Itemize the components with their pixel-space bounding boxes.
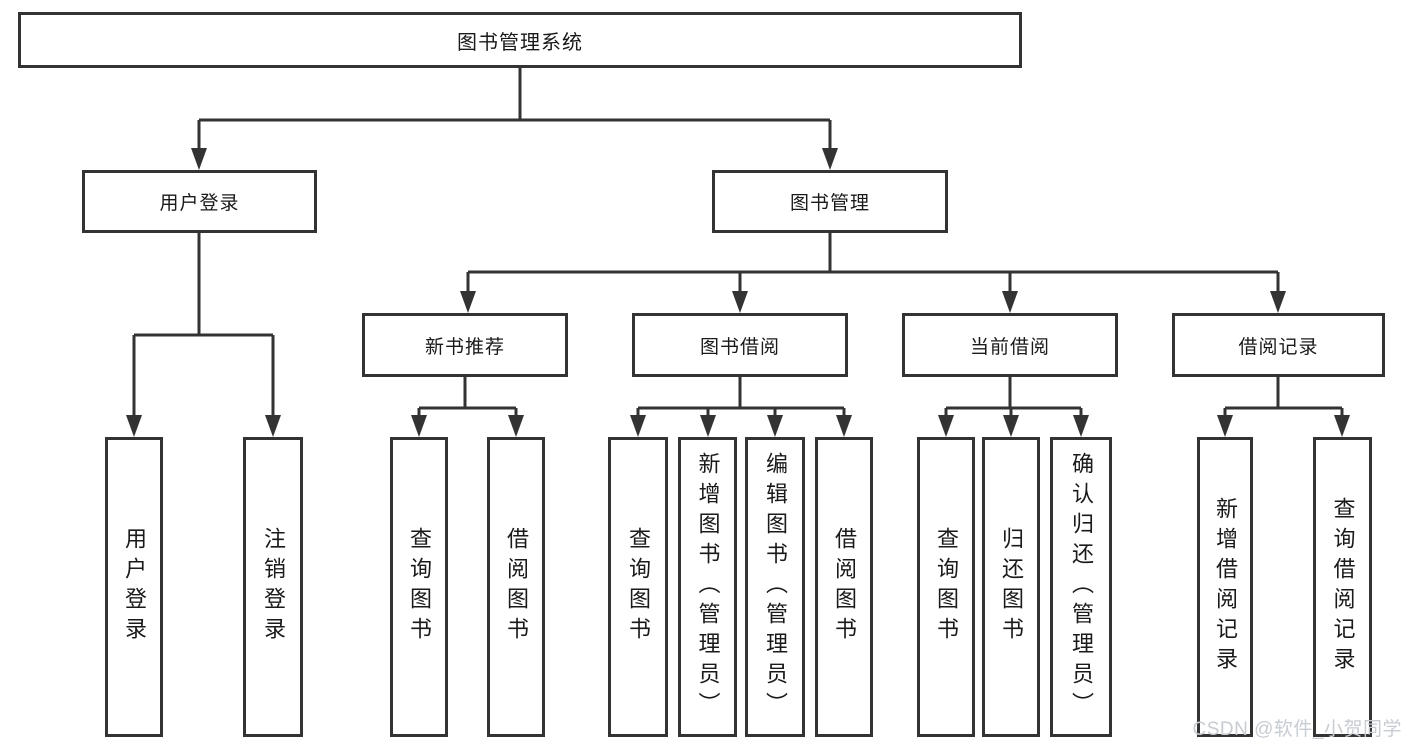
- leaf-borrow-books: 借阅图书: [815, 437, 873, 737]
- arrowheads: [126, 148, 1350, 437]
- leaf-user-login: 用户登录: [105, 437, 163, 737]
- leaf-query-books-recommend: 查询图书: [390, 437, 448, 737]
- leaf-add-books-admin: 新增图书（管理员）: [678, 437, 737, 737]
- node-book-management-label: 图书管理: [789, 193, 870, 214]
- node-new-book-recommendation-label: 新书推荐: [424, 336, 505, 358]
- node-user-login: 用户登录: [82, 170, 317, 233]
- node-current-borrowing-label: 当前借阅: [969, 336, 1050, 358]
- leaf-query-books-borrow: 查询图书: [608, 437, 668, 737]
- node-book-borrowing: 图书借阅: [632, 313, 848, 377]
- node-new-book-recommendation: 新书推荐: [362, 313, 568, 377]
- leaf-query-books-current-label: 查询图书: [934, 527, 959, 647]
- leaf-edit-books-admin-label: 编辑图书（管理员）: [763, 452, 788, 722]
- leaf-edit-books-admin: 编辑图书（管理员）: [745, 437, 805, 737]
- leaf-confirm-return-admin-label: 确认归还（管理员）: [1069, 452, 1094, 722]
- node-user-login-label: 用户登录: [159, 193, 240, 214]
- node-book-borrowing-label: 图书借阅: [699, 336, 780, 358]
- leaf-query-books-borrow-label: 查询图书: [626, 527, 651, 647]
- leaf-user-login-label: 用户登录: [122, 527, 147, 647]
- csdn-watermark: CSDN @软件_小贺同学: [1192, 719, 1402, 740]
- leaf-logout: 注销登录: [243, 437, 303, 737]
- leaf-add-borrow-record-label: 新增借阅记录: [1213, 497, 1238, 677]
- connector-paths: [132, 68, 1344, 420]
- leaf-borrow-books-recommend: 借阅图书: [487, 437, 545, 737]
- node-library-system: 图书管理系统: [18, 12, 1022, 68]
- leaf-borrow-books-recommend-label: 借阅图书: [504, 527, 529, 647]
- leaf-query-books-recommend-label: 查询图书: [407, 527, 432, 647]
- node-current-borrowing: 当前借阅: [902, 313, 1118, 377]
- node-borrowing-records-label: 借阅记录: [1238, 336, 1319, 358]
- node-book-management: 图书管理: [712, 170, 948, 233]
- node-library-system-label: 图书管理系统: [457, 31, 583, 54]
- leaf-add-borrow-record: 新增借阅记录: [1197, 437, 1253, 737]
- leaf-borrow-books-label: 借阅图书: [832, 527, 857, 647]
- leaf-add-books-admin-label: 新增图书（管理员）: [695, 452, 721, 722]
- leaf-logout-label: 注销登录: [261, 527, 286, 647]
- node-borrowing-records: 借阅记录: [1172, 313, 1385, 377]
- leaf-query-borrow-record-label: 查询借阅记录: [1330, 497, 1356, 677]
- leaf-return-books: 归还图书: [982, 437, 1040, 737]
- leaf-query-books-current: 查询图书: [917, 437, 975, 737]
- leaf-query-borrow-record: 查询借阅记录: [1313, 437, 1372, 737]
- leaf-return-books-label: 归还图书: [999, 527, 1024, 647]
- leaf-confirm-return-admin: 确认归还（管理员）: [1050, 437, 1112, 737]
